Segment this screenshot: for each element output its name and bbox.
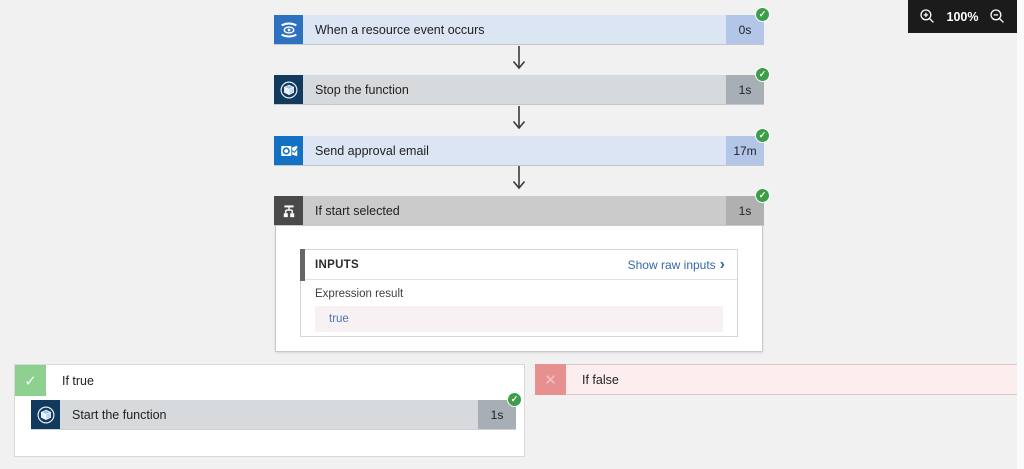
zoom-in-button[interactable]: [918, 8, 936, 26]
zoom-level: 100%: [946, 9, 979, 24]
branch-true-check-icon: ✓: [15, 365, 46, 396]
azure-function-icon: [274, 75, 303, 104]
branch-if-false-header[interactable]: ✕ If false: [535, 364, 1017, 395]
step-title: Stop the function: [315, 82, 409, 97]
inputs-card: INPUTS Show raw inputs › Expression resu…: [300, 249, 738, 337]
inputs-accent-bar: [300, 249, 305, 281]
step-title: When a resource event occurs: [315, 22, 485, 37]
connector-arrow-icon: [512, 166, 526, 190]
chevron-right-icon: ›: [719, 255, 725, 273]
connector-arrow-icon: [512, 46, 526, 70]
success-check-icon: ✓: [755, 128, 770, 143]
event-grid-icon: [274, 15, 303, 44]
step-send-approval-email[interactable]: Send approval email 17m ✓: [274, 128, 770, 165]
show-raw-inputs-link[interactable]: Show raw inputs ›: [627, 255, 725, 273]
duration-badge: 17m: [726, 136, 764, 165]
show-raw-inputs-label: Show raw inputs: [627, 257, 716, 272]
inputs-title: INPUTS: [315, 258, 359, 271]
outlook-icon: [274, 136, 303, 165]
duration-badge: 0s: [726, 15, 764, 44]
azure-function-icon: [31, 400, 60, 429]
step-stop-the-function[interactable]: Stop the function 1s ✓: [274, 67, 770, 104]
condition-icon: [274, 196, 303, 225]
branch-label: If true: [62, 373, 94, 388]
step-title: If start selected: [315, 203, 400, 218]
branch-if-true-header[interactable]: ✓ If true: [15, 365, 524, 396]
step-title: Send approval email: [315, 143, 429, 158]
expression-result-value: true: [315, 306, 723, 332]
step-title: Start the function: [72, 407, 167, 422]
success-check-icon: ✓: [755, 7, 770, 22]
success-check-icon: ✓: [507, 392, 522, 407]
expression-result-label: Expression result: [315, 288, 404, 300]
zoom-toolbar: 100%: [908, 0, 1017, 33]
branch-false-cross-icon: ✕: [535, 364, 566, 395]
inputs-header: INPUTS Show raw inputs ›: [300, 249, 737, 281]
condition-details-panel: INPUTS Show raw inputs › Expression resu…: [275, 225, 763, 352]
step-start-the-function[interactable]: Start the function 1s ✓: [31, 392, 522, 429]
zoom-out-button[interactable]: [989, 8, 1007, 26]
canvas-right-gutter: [1017, 0, 1024, 469]
duration-badge: 1s: [478, 400, 516, 429]
step-when-a-resource-event-occurs[interactable]: When a resource event occurs 0s ✓: [274, 7, 770, 44]
inputs-body: Expression result true: [301, 280, 737, 332]
step-if-start-selected[interactable]: If start selected 1s ✓: [274, 188, 770, 225]
success-check-icon: ✓: [755, 188, 770, 203]
success-check-icon: ✓: [755, 67, 770, 82]
branch-label: If false: [582, 372, 619, 387]
branch-if-true-card: ✓ If true Start the function 1s ✓: [14, 364, 525, 457]
connector-arrow-icon: [512, 106, 526, 130]
